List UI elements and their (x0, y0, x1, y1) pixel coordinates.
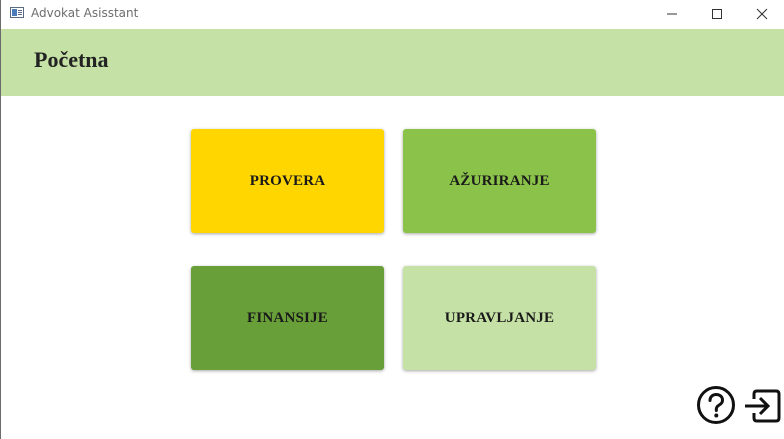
close-icon (756, 8, 768, 20)
minimize-button[interactable] (649, 0, 694, 28)
tile-label: FINANSIJE (247, 309, 328, 326)
upravljanje-button[interactable]: UPRAVLJANJE (403, 266, 596, 370)
provera-button[interactable]: PROVERA (191, 129, 384, 233)
tile-label: UPRAVLJANJE (444, 309, 555, 326)
title-bar[interactable]: Advokat Asisstant (1, 0, 784, 28)
azuriranje-button[interactable]: AŽURIRANJE (403, 129, 596, 233)
help-circle-icon (697, 386, 735, 424)
close-button[interactable] (739, 0, 784, 28)
app-icon (10, 7, 24, 18)
help-button[interactable] (696, 385, 736, 425)
exit-to-app-icon (745, 389, 781, 423)
header-bar: Početna (1, 29, 784, 96)
tile-label: PROVERA (249, 172, 326, 189)
finansije-button[interactable]: FINANSIJE (191, 266, 384, 370)
window-title: Advokat Asisstant (31, 6, 139, 20)
maximize-button[interactable] (694, 0, 739, 28)
exit-button[interactable] (743, 386, 783, 426)
page-title: Početna (34, 47, 109, 72)
maximize-icon (712, 9, 722, 19)
minimize-icon (667, 13, 677, 15)
tile-label: AŽURIRANJE (449, 172, 550, 189)
